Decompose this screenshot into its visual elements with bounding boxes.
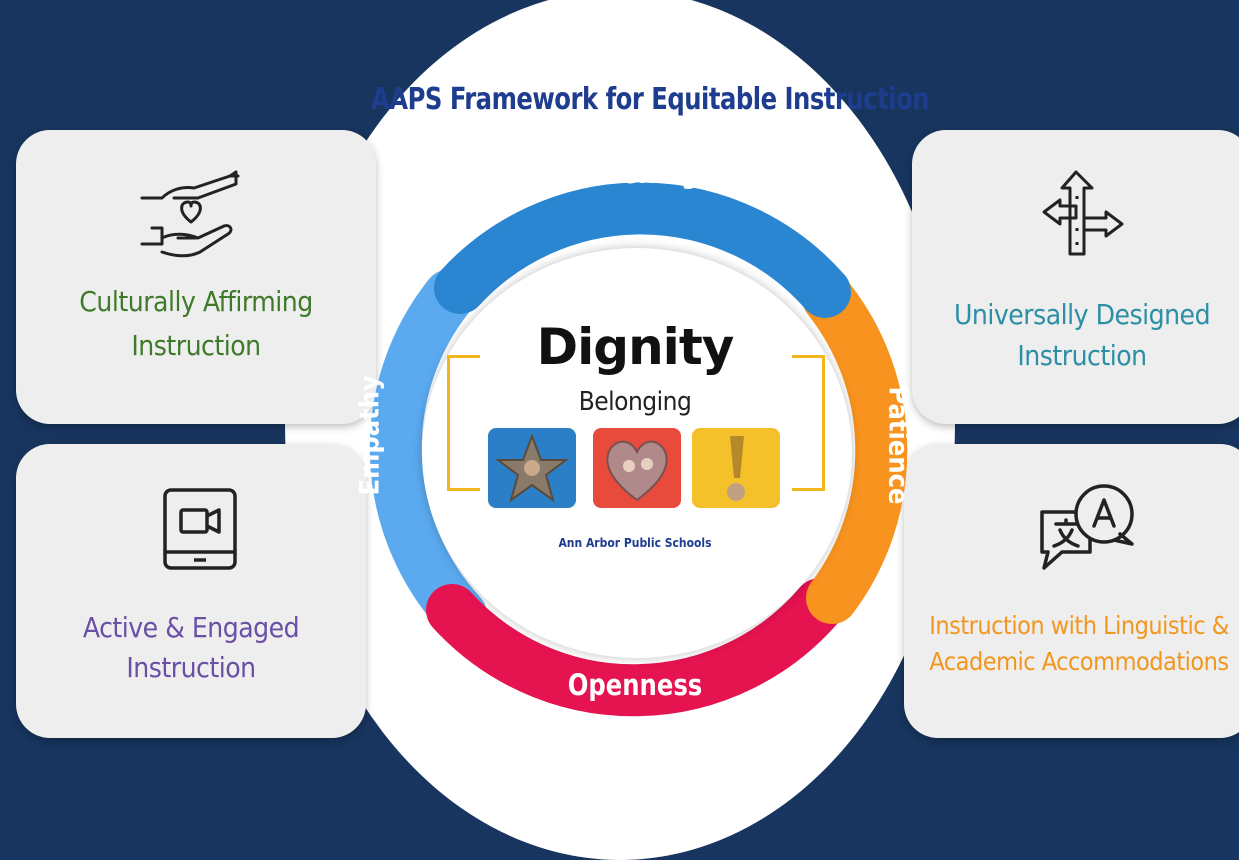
ring-label-openness: Openness xyxy=(567,668,703,703)
tablet-video-icon xyxy=(163,488,237,570)
values-ring xyxy=(369,182,908,717)
center-subheadline: Belonging xyxy=(578,387,692,417)
hands-heart-icon xyxy=(140,170,240,258)
card-label-line1: Instruction with Linguistic & xyxy=(929,611,1229,640)
crossroads-arrows-icon xyxy=(1042,170,1124,256)
exclamation-photo-tile xyxy=(692,428,780,508)
ring-segment-listening xyxy=(434,182,851,318)
ring-label-listening: Listening xyxy=(571,156,699,191)
card-label-line1: Culturally Affirming xyxy=(79,285,313,318)
card-linguistic-accommodations: Instruction with Linguistic & Academic A… xyxy=(904,444,1239,738)
card-label-line1: Universally Designed xyxy=(953,298,1211,331)
star-icon xyxy=(495,433,569,503)
center-headline: Dignity xyxy=(536,318,735,376)
ring-label-empathy: Empathy xyxy=(354,375,386,496)
card-label-line2: Instruction xyxy=(1017,339,1147,372)
right-bracket xyxy=(792,355,825,491)
star-photo-tile xyxy=(488,428,576,508)
organization-name: Ann Arbor Public Schools xyxy=(558,536,712,550)
page-title: AAPS Framework for Equitable Instruction xyxy=(370,82,930,117)
ring-segment-empathy xyxy=(369,269,488,641)
ring-label-patience: Patience xyxy=(882,386,914,505)
card-label-line1: Active & Engaged xyxy=(82,611,300,644)
heart-photo-tile xyxy=(593,428,681,508)
card-label-line2: Instruction xyxy=(126,651,256,684)
card-culturally-affirming: Culturally Affirming Instruction xyxy=(16,130,376,424)
ring-segment-openness xyxy=(426,578,846,717)
card-universally-designed: Universally Designed Instruction xyxy=(912,130,1239,424)
card-label-line2: Instruction xyxy=(131,329,261,362)
card-active-engaged: Active & Engaged Instruction xyxy=(16,444,366,738)
translate-bubbles-icon xyxy=(1040,484,1134,570)
heart-icon xyxy=(606,440,668,502)
exclamation-icon xyxy=(727,436,745,501)
left-bracket xyxy=(447,355,480,491)
card-label-line2: Academic Accommodations xyxy=(929,647,1229,676)
ring-segment-patience xyxy=(802,272,908,624)
